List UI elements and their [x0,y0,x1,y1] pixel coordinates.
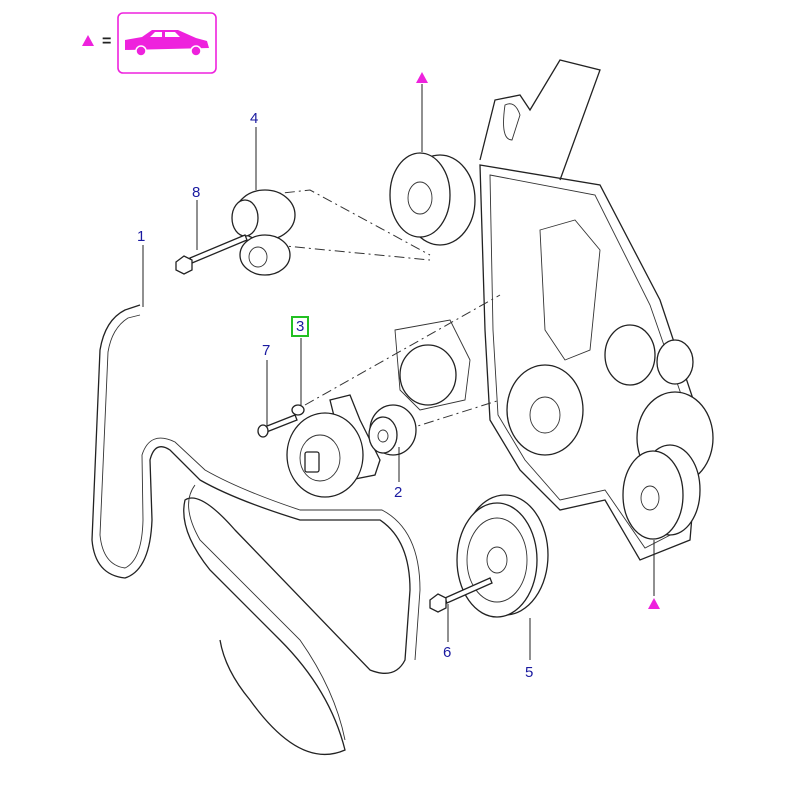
engine-front-cover [479,59,714,561]
callout-1[interactable]: 1 [137,228,146,245]
legend-equals: = [102,33,112,50]
upper-idler-pulley [231,189,296,276]
crankshaft-pulley-bolt [429,577,493,613]
water-pump-pulley [394,319,471,411]
callout-5[interactable]: 5 [525,664,534,681]
idler-pulley [368,404,417,456]
tensioner-bolt [257,414,298,438]
crankshaft-pulley [456,494,549,618]
idler-bolt [175,234,248,275]
vehicle-marker-triangle-icon [416,72,428,83]
leader-lines [142,84,655,660]
callout-2[interactable]: 2 [394,484,403,501]
callout-7[interactable]: 7 [262,342,271,359]
callout-6[interactable]: 6 [443,644,452,661]
belt-tensioner [286,394,381,498]
triangle-icon [82,35,94,46]
callout-3-highlighted[interactable]: 3 [290,316,310,337]
drive-belt [91,304,421,756]
alternator-pulley [622,444,701,540]
legend [82,12,217,74]
upper-pulley [389,152,476,246]
car-icon [125,30,209,57]
callout-8[interactable]: 8 [192,184,201,201]
callout-4[interactable]: 4 [250,110,259,127]
vehicle-marker-triangle-icon [648,598,660,609]
